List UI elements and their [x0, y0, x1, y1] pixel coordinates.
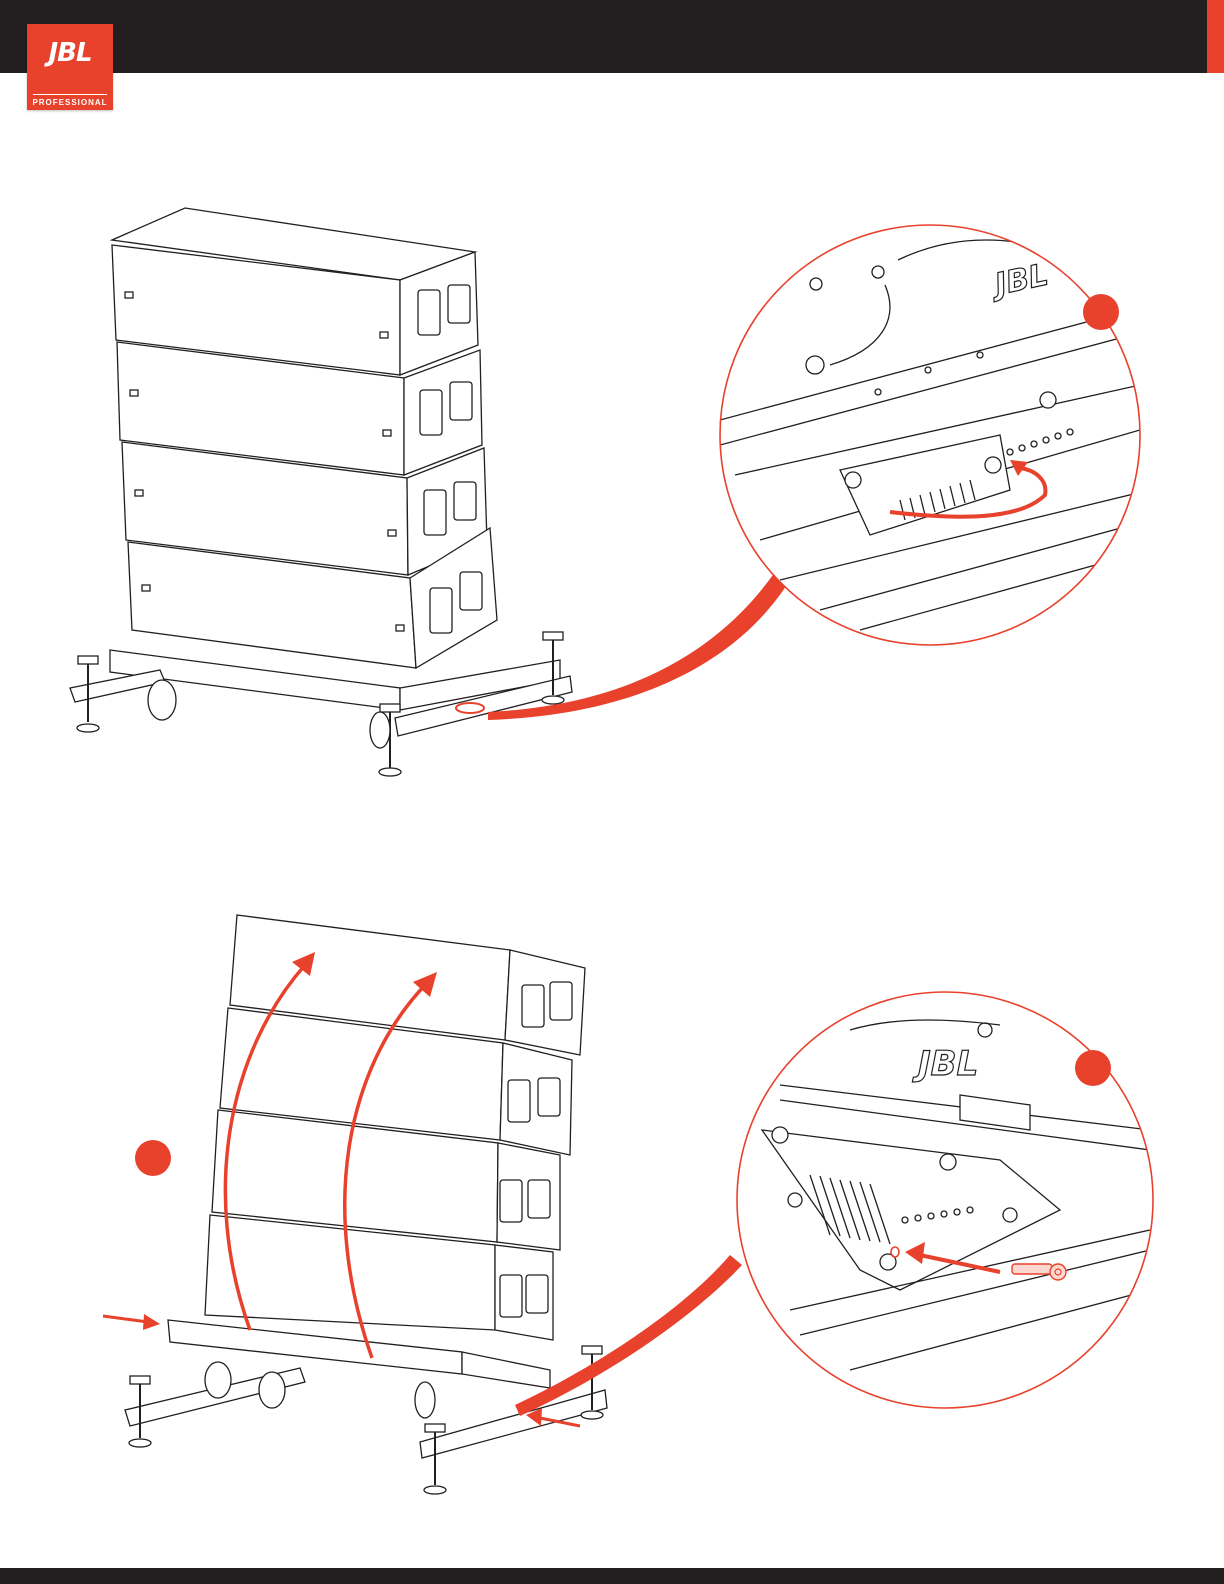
- footer-bar: [0, 1568, 1224, 1584]
- logo-brand: JBL: [27, 38, 113, 68]
- header-bar: [0, 0, 1224, 73]
- frame2-right-leg: [420, 1390, 607, 1458]
- tilted-speaker-stack: [205, 915, 585, 1340]
- top-figure: JBL: [0, 190, 1224, 810]
- logo-subtitle: PROFESSIONAL: [27, 98, 113, 107]
- detail-circle-1: JBL: [720, 225, 1150, 645]
- logo-divider: [33, 94, 107, 95]
- push-arrow-left: [103, 1316, 148, 1322]
- header-accent: [1207, 0, 1224, 73]
- frame2-side-beam: [462, 1352, 550, 1388]
- speaker-stack: [112, 208, 497, 668]
- tilt-box-4-side: [495, 1245, 553, 1340]
- detail-jbl-mark-2: JBL: [912, 1044, 978, 1084]
- tilt-box-1-side: [505, 950, 585, 1055]
- step-marker-2: [135, 1140, 171, 1176]
- step-marker-3: [1075, 1050, 1111, 1086]
- tilt-box-2-side: [500, 1043, 572, 1155]
- bottom-figure: JBL: [0, 890, 1224, 1530]
- jbl-logo: JBL PROFESSIONAL: [27, 24, 113, 110]
- step-marker-1: [1083, 294, 1119, 330]
